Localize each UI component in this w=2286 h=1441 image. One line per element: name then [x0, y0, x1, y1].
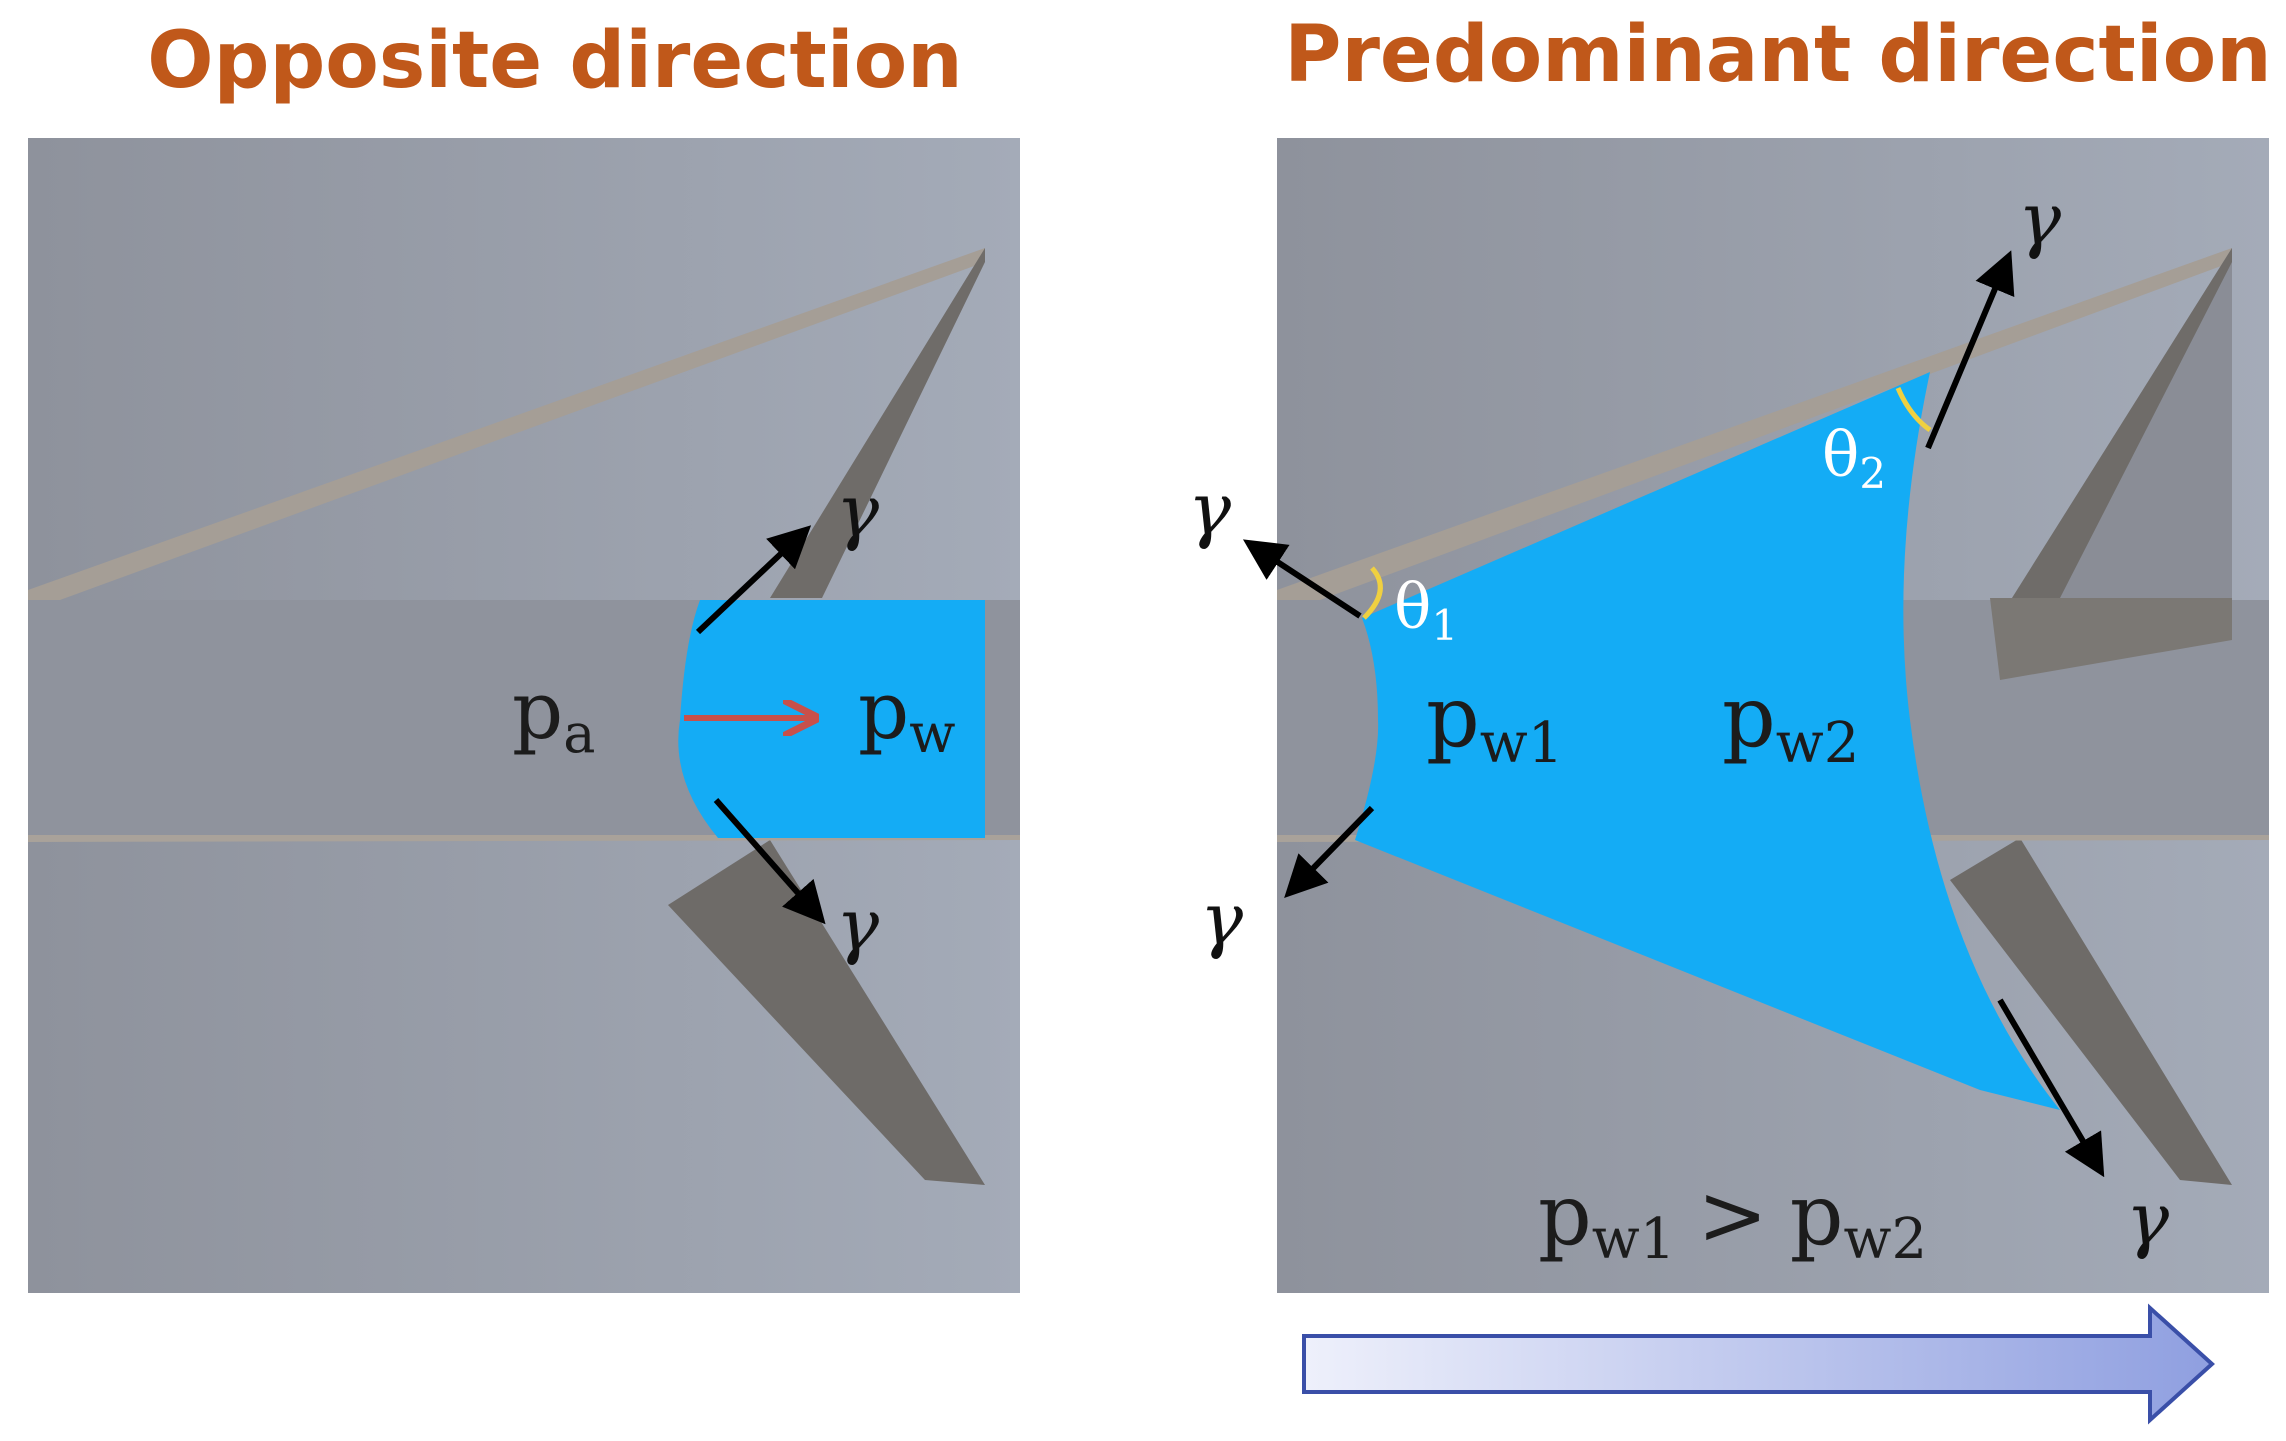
left-top-ledge: [28, 248, 985, 600]
right-pressure-2: pw2: [1722, 668, 1859, 776]
right-cavity-upper-shadow: [2012, 248, 2232, 598]
left-pressure-water: pw: [858, 664, 955, 765]
theta-1-arc: [1362, 566, 1383, 620]
theta-2-label: θ2: [1822, 418, 1886, 498]
right-pressure-1: pw1: [1426, 668, 1563, 776]
right-panel: γ γ γ γ θ1 θ2 pw1 pw2 pw1>pw2: [1188, 138, 2269, 1293]
right-tension-left-top-arrow: [1242, 539, 1362, 619]
left-tension-bottom-arrow: [713, 798, 826, 925]
right-gamma-left-top: γ: [1188, 467, 1232, 551]
left-tension-top-arrow: [695, 525, 812, 635]
right-tension-left-bottom-arrow: [1284, 805, 1375, 899]
theta-1-label: θ1: [1394, 570, 1458, 650]
left-pressure-air: pa: [512, 664, 595, 765]
right-tension-right-bottom-arrow: [1997, 998, 2105, 1178]
title-predominant-direction: Predominant direction: [1284, 10, 2272, 100]
title-opposite-direction: Opposite direction: [147, 16, 963, 106]
right-tension-right-top-arrow: [1925, 250, 2015, 450]
right-water: [1355, 372, 2060, 1110]
right-cavity-mid-shadow: [1990, 598, 2232, 680]
right-cavity-lower-shadow: [1950, 838, 2232, 1185]
left-cavity-upper-shadow: [770, 248, 985, 598]
right-gamma-right-bottom: γ: [2126, 1177, 2170, 1261]
block-arrow-icon: [1302, 1303, 2215, 1425]
theta-2-arc: [1895, 387, 1932, 433]
left-water: [678, 600, 985, 838]
left-gamma-top: γ: [836, 469, 880, 553]
right-top-ledge: [1277, 248, 2232, 600]
left-gamma-bottom: γ: [836, 883, 880, 967]
right-gamma-right-top: γ: [2018, 177, 2062, 261]
pressure-relation: pw1>pw2: [1538, 1166, 1927, 1272]
right-gamma-left-bottom: γ: [1200, 877, 1244, 961]
left-cavity-lower-shadow: [668, 840, 985, 1185]
left-panel: γ γ pa pw: [28, 138, 1020, 1293]
